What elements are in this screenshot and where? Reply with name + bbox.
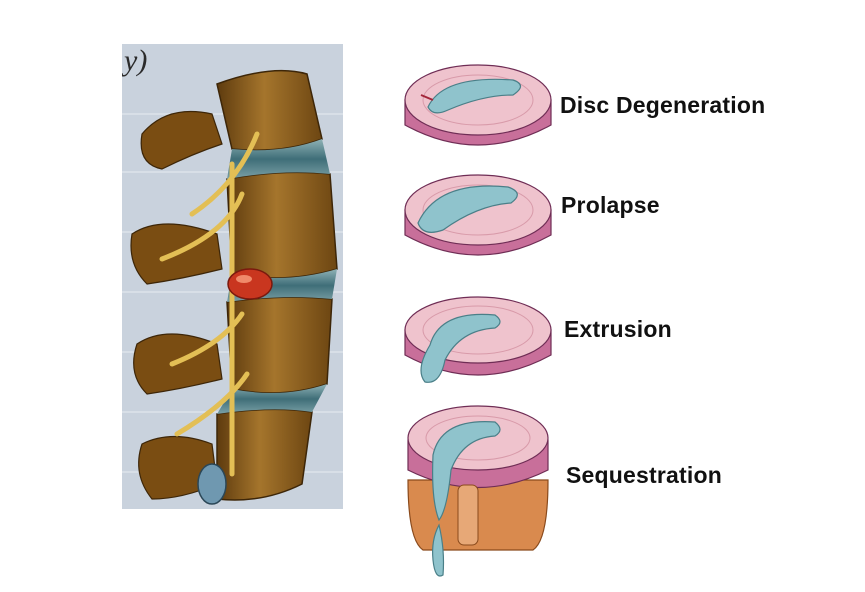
vertebral-bodies xyxy=(216,69,338,501)
disc-degeneration-diagram xyxy=(403,55,553,155)
spine-drawing xyxy=(122,69,343,505)
spine-corner-text: y) xyxy=(124,44,148,77)
stage-label-sequestration: Sequestration xyxy=(566,462,722,488)
sequestration-diagram xyxy=(403,400,553,585)
herniation-bulge xyxy=(227,268,273,300)
prolapse-diagram xyxy=(403,165,553,265)
posterior-elements xyxy=(130,111,223,500)
stage-label-prolapse: Prolapse xyxy=(561,192,660,218)
herniation-highlight xyxy=(236,275,252,283)
extrusion-diagram xyxy=(400,290,553,395)
lumbar-spine-illustration: y) xyxy=(122,44,343,509)
nerve-roots xyxy=(159,131,260,477)
stage-label-extrusion: Extrusion xyxy=(564,316,672,342)
stage-label-degeneration: Disc Degeneration xyxy=(560,92,766,118)
spinal-canal xyxy=(197,463,227,505)
